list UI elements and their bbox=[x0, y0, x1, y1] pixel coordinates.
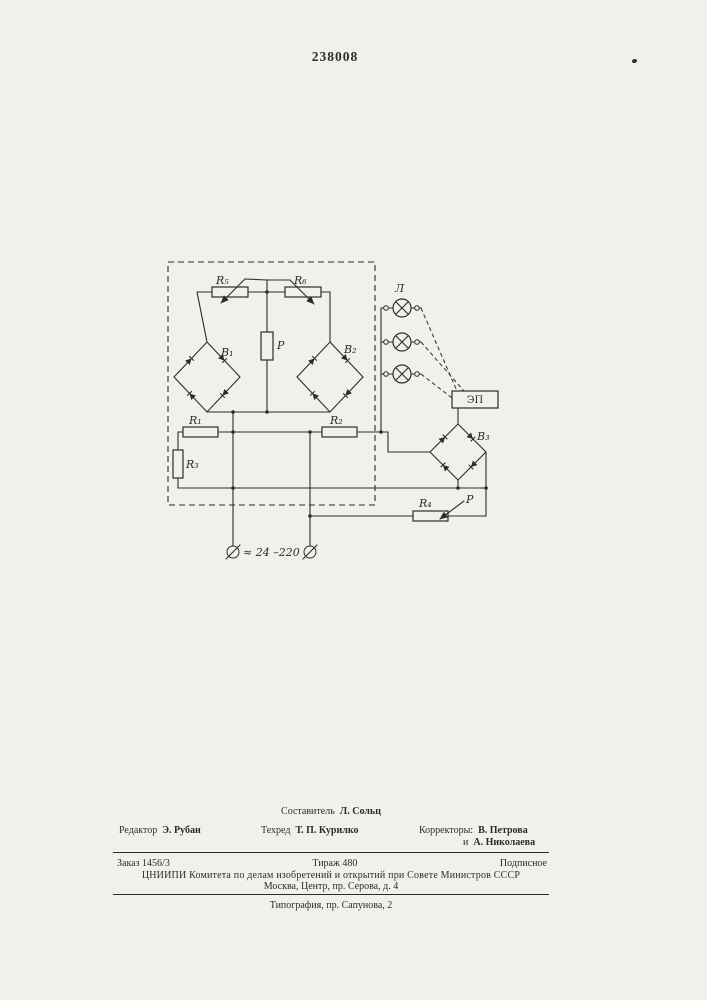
supply-terminals: ≈ 24 –220 bbox=[225, 544, 318, 560]
label-lamp: Л bbox=[394, 282, 405, 295]
junction-dots bbox=[231, 290, 488, 518]
potentiometer-r5 bbox=[211, 278, 249, 304]
label-r4: R₄ bbox=[418, 497, 432, 510]
compiler-label: Составитель bbox=[281, 806, 335, 817]
control-dashed-links bbox=[420, 307, 465, 399]
corrector-name-2: А. Николаева bbox=[473, 837, 536, 848]
techred-name: Т. П. Курилко bbox=[295, 825, 359, 836]
bridge-b1 bbox=[173, 341, 241, 413]
compiler-name: Л. Сольц bbox=[339, 806, 381, 817]
label-r1: R₁ bbox=[188, 414, 202, 427]
resistor-r2 bbox=[321, 426, 358, 438]
imprint-footer: Составитель Л. Сольц Редактор Э. Рубан Тех… bbox=[113, 800, 549, 918]
label-b3: В₃ bbox=[476, 430, 490, 443]
resistor-r4 bbox=[412, 500, 465, 522]
label-p-wiper: Р bbox=[465, 493, 474, 506]
ep-block-label: ЭП bbox=[467, 395, 484, 406]
techred-label: Техред bbox=[261, 825, 291, 836]
patent-number: 238008 bbox=[311, 49, 359, 64]
lamp-3 bbox=[383, 364, 420, 384]
label-r2: R₂ bbox=[329, 414, 343, 427]
label-r3: R₃ bbox=[185, 458, 199, 471]
order-number: Заказ 1456/3 bbox=[117, 858, 170, 869]
footer-divider-top bbox=[113, 852, 549, 853]
typography-line: Типография, пр. Сапунова, 2 bbox=[269, 900, 393, 911]
component-labels: R₅ R₆ Р В₁ В₂ R₁ R₂ R₃ Л В₃ R₄ Р bbox=[185, 274, 490, 510]
lamp-2 bbox=[383, 332, 420, 352]
wires bbox=[177, 278, 487, 547]
order-line: Заказ 1456/3 Тираж 480 Подписное bbox=[117, 858, 547, 869]
bridge-b2 bbox=[296, 341, 364, 413]
correctors-prefix: и bbox=[463, 837, 469, 848]
subscription-note: Подписное bbox=[499, 858, 547, 869]
label-r5: R₅ bbox=[215, 274, 229, 287]
corrector-name-1: В. Петрова bbox=[478, 825, 528, 836]
label-r6: R₆ bbox=[293, 274, 307, 287]
organization-line: ЦНИИПИ Комитета по делам изобретений и о… bbox=[141, 870, 521, 881]
editor-label: Редактор bbox=[119, 825, 158, 836]
supply-voltage-label: ≈ 24 –220 bbox=[243, 546, 300, 559]
ep-block: ЭП bbox=[451, 390, 499, 409]
resistor-p bbox=[260, 331, 274, 361]
correctors-line2: и А. Николаева bbox=[463, 837, 535, 848]
correctors-line1: Корректоры: В. Петрова bbox=[419, 825, 535, 836]
label-b1: В₁ bbox=[220, 346, 234, 359]
potentiometer-r6 bbox=[284, 279, 322, 305]
compiler-line: Составитель Л. Сольц bbox=[113, 806, 549, 817]
resistor-r3 bbox=[172, 449, 184, 479]
editor-line: Редактор Э. Рубан bbox=[119, 825, 201, 836]
label-p-top: Р bbox=[276, 339, 285, 352]
footer-divider-bottom bbox=[113, 894, 549, 895]
lamp-1 bbox=[383, 298, 420, 318]
correctors-label: Корректоры: bbox=[419, 825, 474, 836]
resistor-r1 bbox=[182, 426, 219, 438]
address-line: Москва, Центр, пр. Серова, д. 4 bbox=[263, 881, 399, 892]
correctors-line: Корректоры: В. Петрова и А. Николаева bbox=[419, 825, 535, 848]
enclosure-dashed-box bbox=[167, 261, 376, 506]
bridge-b3 bbox=[429, 423, 487, 481]
editor-name: Э. Рубан bbox=[162, 825, 201, 836]
print-run: Тираж 480 bbox=[312, 858, 358, 869]
label-b2: В₂ bbox=[343, 343, 357, 356]
techred-line: Техред Т. П. Курилко bbox=[261, 825, 358, 836]
